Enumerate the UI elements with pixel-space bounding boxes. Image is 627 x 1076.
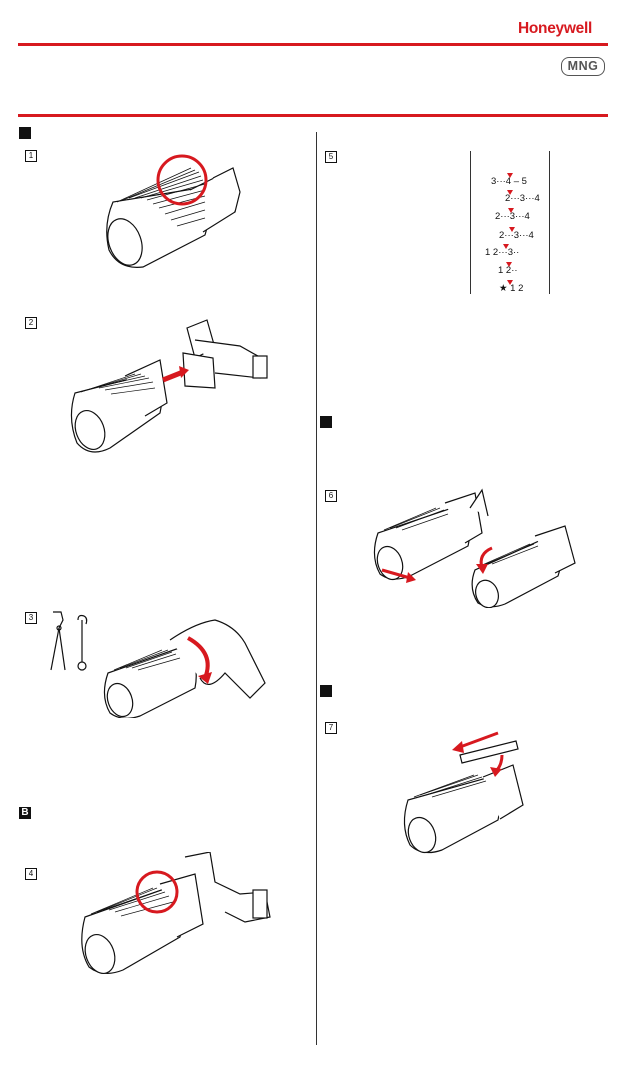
- scale-row: ★ 1 2: [499, 283, 524, 294]
- header-rule-bottom: [18, 114, 608, 117]
- language-badge: MNG: [561, 57, 605, 76]
- scale-marker-icon: [507, 280, 513, 285]
- scale-row: 3···4 – 5: [491, 176, 527, 187]
- scale-row: 2···3···4: [495, 211, 530, 222]
- limit-clip-icon: [370, 488, 580, 608]
- section-d-marker: [320, 685, 332, 697]
- valve-adapter-circle-icon: [75, 852, 275, 977]
- mount-on-valve-icon: [65, 318, 275, 458]
- scale-marker-icon: [506, 262, 512, 267]
- scale-setting-table: 3···4 – 5 2···3···4 2···3···4 2···3···4 …: [470, 151, 550, 294]
- scale-row: 2···3···4: [499, 230, 534, 241]
- scale-row: 1 2··: [498, 265, 518, 276]
- step-1-number: 1: [25, 150, 37, 162]
- thermostat-head-with-circle-icon: [95, 150, 245, 275]
- step-2-number: 2: [25, 317, 37, 329]
- scale-marker-icon: [507, 190, 513, 195]
- scale-marker-icon: [508, 208, 514, 213]
- step-4-number: 4: [25, 868, 37, 880]
- section-c-marker: [320, 416, 332, 428]
- tighten-by-hand-icon: [100, 618, 270, 718]
- step-7-number: 7: [325, 722, 337, 734]
- scale-marker-icon: [509, 227, 515, 232]
- section-b-marker: B: [19, 807, 31, 819]
- cover-slide-icon: [398, 725, 548, 860]
- scale-marker-icon: [503, 244, 509, 249]
- header-rule-top: [18, 43, 608, 46]
- scale-row: 2···3···4: [505, 193, 540, 204]
- scale-row: 1 2···3··: [485, 247, 520, 258]
- honeywell-logo: Honeywell: [518, 20, 592, 37]
- step-5-number: 5: [325, 151, 337, 163]
- hook-wrench-icon: [72, 614, 92, 672]
- step-3-number: 3: [25, 612, 37, 624]
- section-a-marker: [19, 127, 31, 139]
- scale-marker-icon: [507, 173, 513, 178]
- step-6-number: 6: [325, 490, 337, 502]
- column-divider: [316, 132, 317, 1045]
- pliers-icon: [47, 610, 71, 672]
